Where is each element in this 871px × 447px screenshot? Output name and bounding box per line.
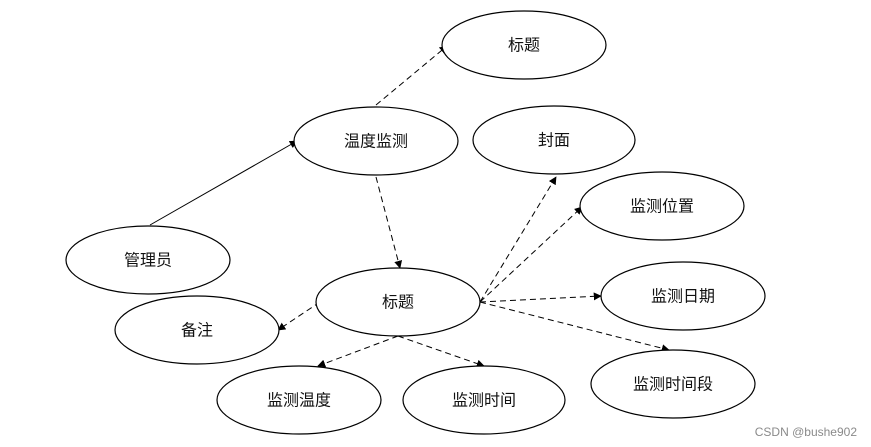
node-ellipse <box>600 261 766 331</box>
edge-temp-monitor-to-title-top <box>375 45 448 106</box>
node-cover: 封面 <box>472 105 636 175</box>
node-monitor-date: 监测日期 <box>600 261 766 331</box>
node-ellipse <box>579 171 745 241</box>
edge-title-center-to-monitor-date <box>479 292 602 303</box>
edge-title-center-to-monitor-location <box>479 206 583 303</box>
node-label: 标题 <box>508 36 540 55</box>
node-label: 备注 <box>181 321 213 340</box>
node-ellipse <box>315 267 481 337</box>
node-ellipse <box>65 225 231 295</box>
node-label: 监测时间 <box>452 391 516 410</box>
csdn-watermark: CSDN @bushe902 <box>754 425 857 439</box>
edge-title-center-to-monitor-time <box>397 335 485 368</box>
node-label: 管理员 <box>124 251 172 270</box>
node-monitor-time: 监测时间 <box>402 365 566 435</box>
node-ellipse <box>293 106 459 176</box>
node-title-top: 标题 <box>441 10 607 80</box>
node-label: 监测位置 <box>630 197 694 216</box>
edge-title-center-to-monitor-temp <box>317 335 399 368</box>
node-temp-monitor: 温度监测 <box>293 106 459 176</box>
node-label: 温度监测 <box>344 132 408 151</box>
node-ellipse <box>114 295 280 365</box>
edge-temp-monitor-to-title-center <box>375 176 403 269</box>
node-ellipse <box>402 365 566 435</box>
node-label: 监测温度 <box>267 391 331 410</box>
node-monitor-temp: 监测温度 <box>216 365 382 435</box>
node-ellipse <box>472 105 636 175</box>
node-ellipse <box>590 349 756 419</box>
edge-title-center-to-cover <box>479 176 557 303</box>
node-ellipse <box>441 10 607 80</box>
node-label: 监测时间段 <box>633 375 713 394</box>
node-monitor-period: 监测时间段 <box>590 349 756 419</box>
edge-admin-to-temp-monitor <box>149 140 298 226</box>
node-title-center: 标题 <box>315 267 481 337</box>
edge-title-center-to-remark <box>277 301 321 331</box>
node-ellipse <box>216 365 382 435</box>
node-label: 监测日期 <box>651 287 715 306</box>
edge-title-center-to-monitor-period <box>479 301 670 353</box>
node-label: 标题 <box>382 293 414 312</box>
node-monitor-location: 监测位置 <box>579 171 745 241</box>
node-label: 封面 <box>538 131 570 150</box>
node-admin: 管理员 <box>65 225 231 295</box>
node-remark: 备注 <box>114 295 280 365</box>
